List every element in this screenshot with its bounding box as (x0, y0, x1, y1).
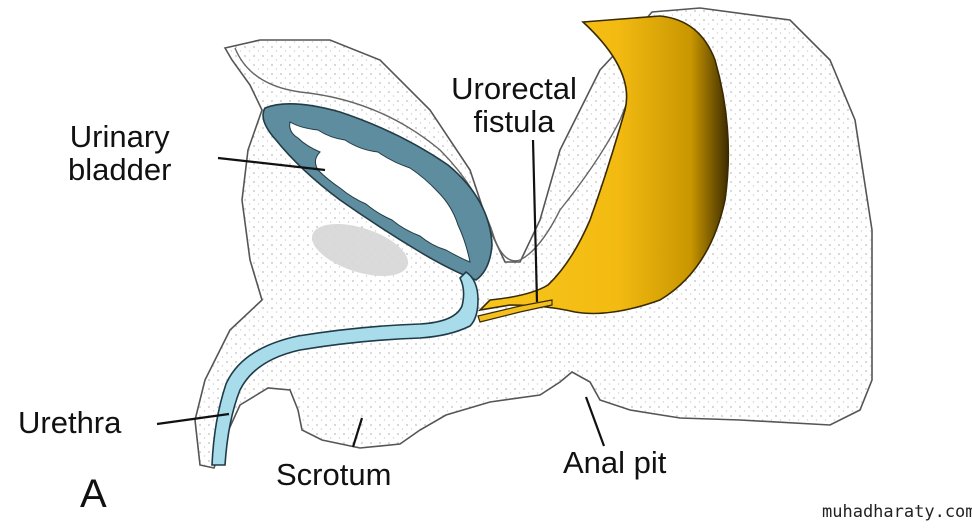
label-urethra: Urethra (18, 405, 122, 440)
label-urorectal-fistula: Urorectal fistula (430, 72, 598, 138)
panel-letter: A (80, 472, 107, 516)
leader-urethra (156, 412, 230, 426)
label-urorectal-fistula-line1: Urorectal (451, 71, 577, 106)
label-anal-pit: Anal pit (563, 445, 667, 480)
leader-urorectal-fistula (531, 139, 539, 303)
urorectal-fistula-tract (477, 299, 553, 323)
rectum (477, 15, 730, 315)
watermark-text: muhadharaty.com (822, 502, 972, 522)
leader-scrotum (351, 417, 364, 448)
pelvic-boundary (234, 39, 656, 262)
bladder-lumen (289, 121, 471, 263)
gray-shaded-region (311, 223, 409, 277)
label-urinary-bladder-line1: Urinary (69, 119, 170, 154)
label-scrotum: Scrotum (276, 457, 392, 492)
label-urinary-bladder-line2: bladder (68, 152, 172, 187)
leader-anal-pit (584, 396, 606, 447)
urethra (211, 270, 479, 466)
label-urinary-bladder: Urinary bladder (68, 120, 171, 186)
leader-urinary-bladder (217, 156, 326, 172)
label-urorectal-fistula-line2: fistula (473, 104, 555, 139)
